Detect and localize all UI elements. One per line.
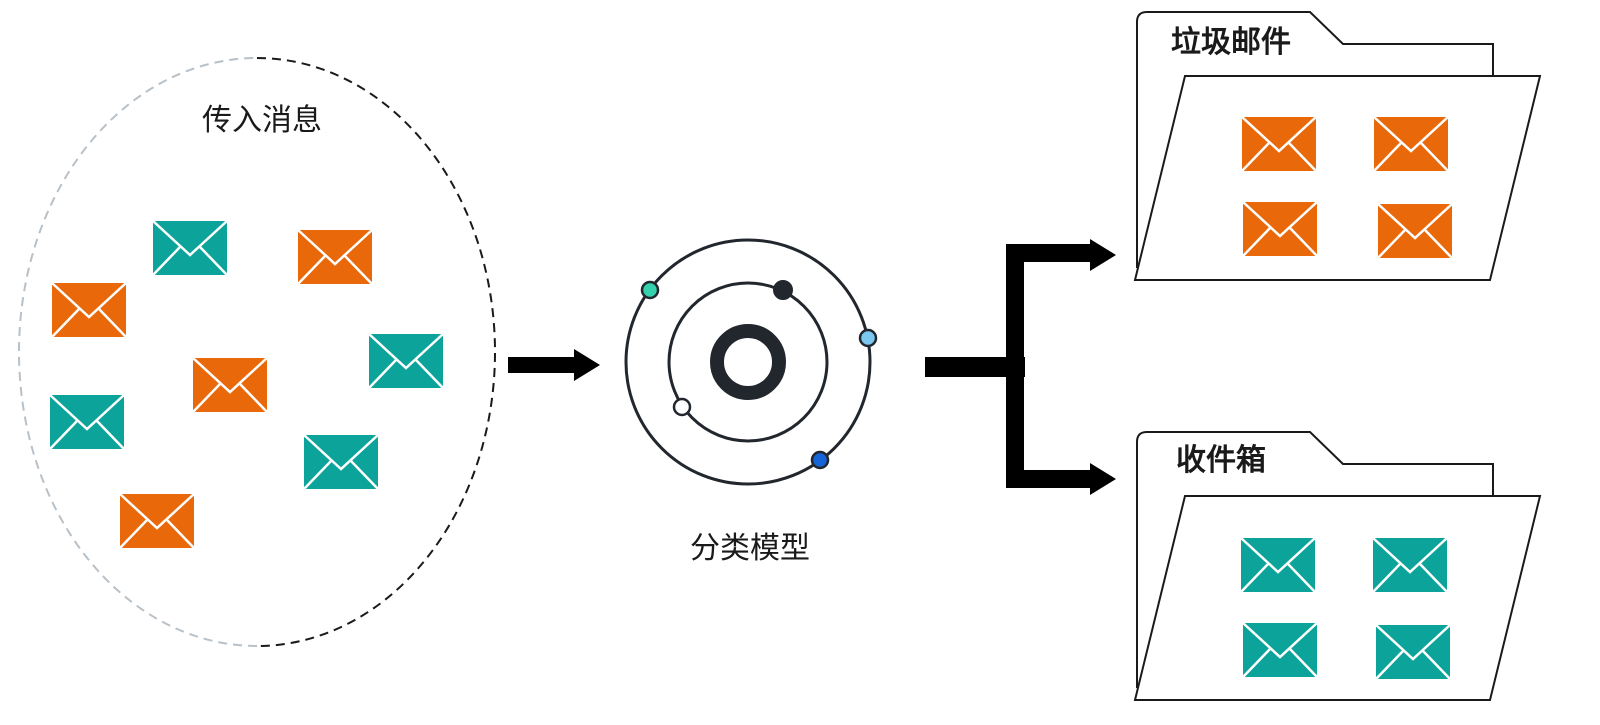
envelope-icon <box>49 280 129 340</box>
arrow-right-icon <box>508 349 600 381</box>
incoming-messages-group: 传入消息 <box>18 57 496 647</box>
folder-icon <box>1136 11 1494 268</box>
orbit-node <box>810 450 830 470</box>
envelope-icon <box>1370 535 1450 595</box>
spam-folder-label: 垃圾邮件 <box>1171 25 1291 60</box>
envelope-icon <box>295 227 375 287</box>
spam-folder: 垃圾邮件 <box>1133 11 1542 281</box>
envelope-icon <box>1238 535 1318 595</box>
incoming-messages-label: 传入消息 <box>202 103 322 138</box>
envelope-icon <box>1375 201 1455 261</box>
folder-icon <box>1136 431 1494 688</box>
envelope-icon <box>47 392 127 452</box>
envelope-icon <box>1373 622 1453 682</box>
envelope-icon <box>150 218 230 278</box>
arrow-right-icon <box>1090 463 1116 495</box>
inbox-folder: 收件箱 <box>1133 431 1542 701</box>
branch-arrows <box>925 239 1116 495</box>
orbit-node <box>858 328 878 348</box>
inbox-folder-label: 收件箱 <box>1176 443 1266 478</box>
orbit-node <box>672 397 692 417</box>
orbit-node <box>773 280 793 300</box>
envelope-icon <box>190 355 270 415</box>
envelope-icon <box>366 331 446 391</box>
envelope-icon <box>1240 620 1320 680</box>
envelope-icon <box>301 432 381 492</box>
orbit-model-icon <box>624 238 878 486</box>
envelope-icon <box>117 491 197 551</box>
incoming-ellipse-border-faded <box>18 57 258 647</box>
envelope-icon <box>1240 199 1320 259</box>
envelope-icon <box>1239 114 1319 174</box>
orbit-node <box>640 280 660 300</box>
envelope-icon <box>1371 114 1451 174</box>
arrow-right-icon <box>1090 239 1116 271</box>
model-label: 分类模型 <box>690 531 810 566</box>
